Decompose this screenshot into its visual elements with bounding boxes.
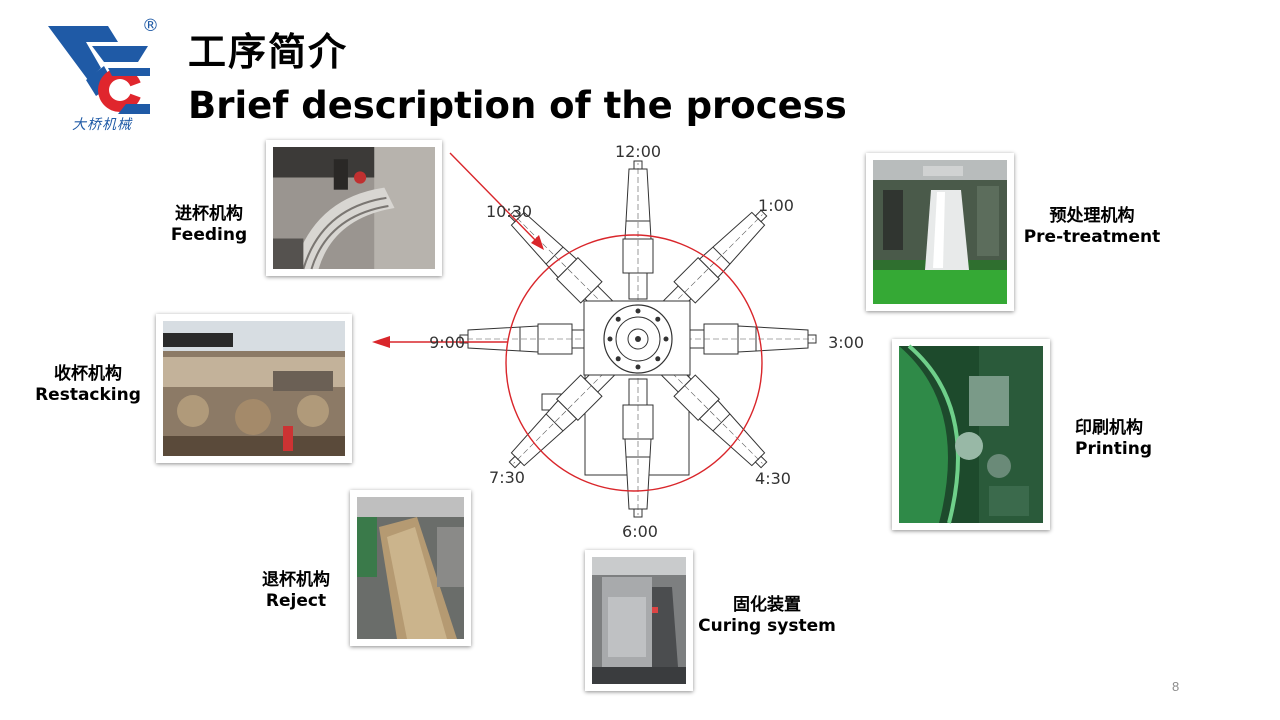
- station-label-curing: 固化装置 Curing system: [696, 595, 838, 637]
- mandrel-spoke: [659, 360, 768, 469]
- station-en: Printing: [1075, 439, 1152, 459]
- station-label-reject: 退杯机构 Reject: [248, 570, 344, 612]
- clock-label: 12:00: [615, 142, 661, 161]
- mandrel-spoke: [508, 360, 617, 469]
- feeding-photo: [266, 140, 442, 276]
- station-label-pretreatment: 预处理机构 Pre-treatment: [1020, 206, 1164, 248]
- printing-photo: [892, 339, 1050, 530]
- registered-mark: ®: [142, 16, 159, 36]
- pretreatment-photo: [866, 153, 1014, 311]
- clock-label: 4:30: [755, 469, 791, 488]
- station-en: Curing system: [698, 616, 836, 636]
- clock-label: 1:00: [758, 196, 794, 215]
- curing-photo: [585, 550, 693, 691]
- station-cn: 印刷机构: [1075, 418, 1143, 438]
- station-cn: 收杯机构: [54, 364, 122, 384]
- station-cn: 退杯机构: [262, 570, 330, 590]
- clock-label: 3:00: [828, 333, 864, 352]
- logo-text: 大桥机械: [72, 117, 132, 133]
- station-label-restacking: 收杯机构 Restacking: [32, 364, 144, 406]
- station-label-printing: 印刷机构 Printing: [1075, 418, 1175, 460]
- page-title-en-wrap: Brief description of the process: [188, 80, 888, 127]
- station-cn: 进杯机构: [175, 204, 243, 224]
- page-number: 8: [1172, 679, 1180, 694]
- station-en: Pre-treatment: [1023, 227, 1161, 247]
- reject-photo: [350, 490, 471, 646]
- logo-mark-icon: [48, 26, 150, 114]
- clock-label: 10:30: [486, 202, 532, 221]
- page-title-en: Brief description of the process: [188, 84, 847, 127]
- company-logo: 大桥机械 ®: [46, 16, 162, 136]
- station-label-feeding: 进杯机构 Feeding: [160, 204, 258, 246]
- restacking-photo: [156, 314, 352, 463]
- station-cn: 固化装置: [733, 595, 801, 615]
- station-en: Reject: [265, 591, 327, 611]
- page-title-cn: 工序简介: [188, 30, 349, 74]
- station-en: Restacking: [35, 385, 141, 405]
- station-en: Feeding: [170, 225, 248, 245]
- mandrel-wheel-diagram: 12:00 1:00 3:00 4:30 6:00 7:30 9:00 10:30: [372, 135, 880, 545]
- mandrel-spoke: [622, 160, 654, 309]
- clock-label: 9:00: [429, 333, 465, 352]
- station-cn: 预处理机构: [1049, 206, 1135, 226]
- clock-label: 6:00: [622, 522, 658, 541]
- clock-label: 7:30: [489, 468, 525, 487]
- station-circle: [505, 234, 763, 492]
